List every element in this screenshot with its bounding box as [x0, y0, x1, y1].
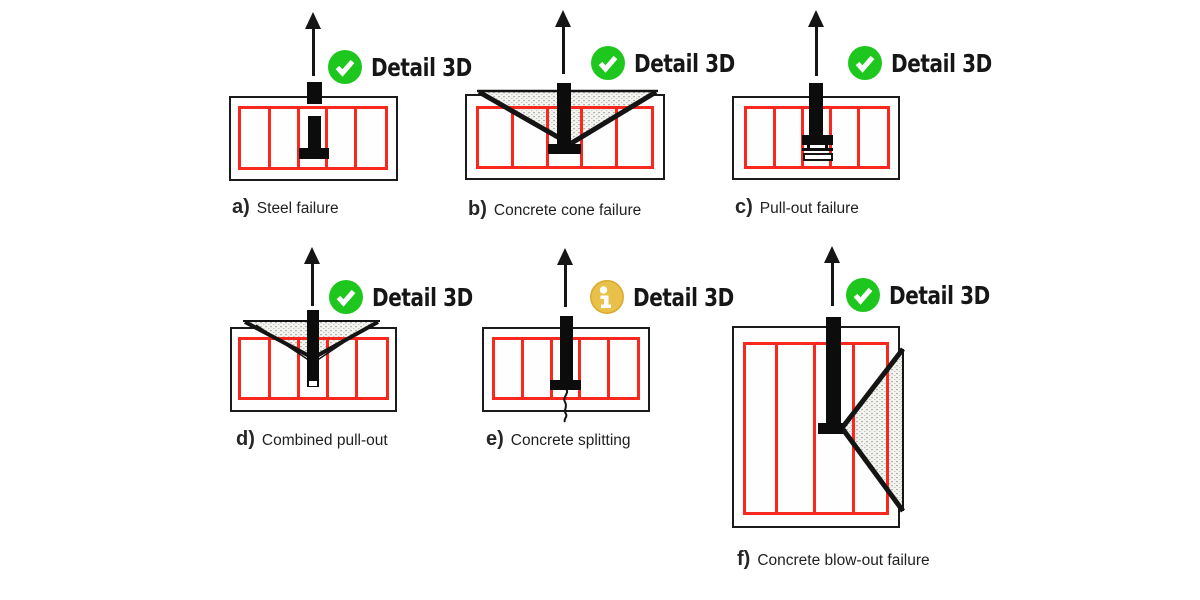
caption-prefix: a): [232, 196, 250, 218]
caption-prefix: c): [735, 196, 753, 218]
detail-3d-label: Detail 3D: [891, 48, 992, 78]
load-arrow-icon: [557, 248, 573, 265]
load-arrow-icon: [808, 10, 824, 27]
anchor-bolt-head: [299, 148, 329, 159]
load-arrow-shaft: [312, 28, 315, 76]
anchor-bolt-stem: [809, 83, 823, 135]
pullout-void: [803, 153, 833, 161]
info-icon: [590, 280, 624, 314]
anchor-tick-right: [825, 145, 828, 148]
anchor-base-mark: [309, 381, 317, 386]
check-icon: [846, 278, 880, 312]
anchor-bolt-stem: [308, 116, 321, 149]
caption-text: Combined pull-out: [261, 432, 388, 449]
check-icon: [329, 280, 363, 314]
detail-3d-button-f[interactable]: Detail 3D: [846, 278, 1015, 312]
detail-3d-button-c[interactable]: Detail 3D: [848, 46, 1017, 80]
load-arrow-icon: [824, 246, 840, 263]
caption-text: Concrete cone failure: [493, 202, 642, 219]
panel-steel-failure: Detail 3D a) Steel failure: [229, 12, 479, 226]
caption-prefix: b): [468, 198, 487, 220]
panel-caption: a) Steel failure: [232, 196, 339, 219]
panel-pull-out-failure: Detail 3D c) Pull-out failure: [732, 10, 992, 226]
rebar-grid: [743, 342, 889, 515]
anchor-bolt-head: [818, 423, 843, 434]
caption-text: Pull-out failure: [759, 200, 859, 217]
detail-3d-label: Detail 3D: [889, 280, 990, 310]
anchor-bolt-stem: [557, 83, 571, 145]
load-arrow-shaft: [562, 26, 565, 74]
caption-text: Concrete splitting: [510, 432, 631, 449]
detail-3d-button-e[interactable]: Detail 3D: [590, 280, 759, 314]
anchor-bolt-head: [802, 135, 833, 145]
anchor-bolt-stem: [307, 310, 319, 387]
detail-3d-label: Detail 3D: [372, 282, 473, 312]
anchor-bolt-stem: [826, 317, 841, 423]
detail-3d-button-a[interactable]: Detail 3D: [328, 50, 497, 84]
detail-3d-button-d[interactable]: Detail 3D: [329, 280, 498, 314]
panel-concrete-cone-failure: Detail 3D b) Concrete cone failure: [465, 10, 735, 224]
detail-3d-label: Detail 3D: [634, 48, 735, 78]
detail-3d-label: Detail 3D: [633, 282, 734, 312]
caption-prefix: f): [737, 548, 751, 570]
panel-combined-pull-out: Detail 3D d) Combined pull-out: [230, 247, 480, 457]
anchor-washer-line: [802, 148, 833, 151]
caption-text: Concrete blow-out failure: [757, 552, 930, 569]
caption-prefix: e): [486, 428, 504, 450]
check-icon: [328, 50, 362, 84]
blowout-wedge-outline: [839, 347, 906, 513]
load-arrow-shaft: [311, 263, 314, 306]
caption-text: Steel failure: [256, 200, 339, 217]
panel-caption: e) Concrete splitting: [486, 428, 631, 451]
panel-concrete-blow-out-failure: Detail 3D f) Concrete blow-out failure: [732, 246, 992, 576]
load-arrow-shaft: [831, 262, 834, 306]
load-arrow-icon: [555, 10, 571, 27]
anchor-bolt-broken-stub: [307, 82, 322, 104]
load-arrow-icon: [305, 12, 321, 29]
panel-caption: f) Concrete blow-out failure: [737, 548, 930, 571]
caption-prefix: d): [236, 428, 255, 450]
load-arrow-shaft: [815, 26, 818, 76]
anchor-bolt-head: [550, 380, 581, 390]
anchor-tick-left: [807, 145, 810, 148]
panel-caption: c) Pull-out failure: [735, 196, 859, 219]
panel-concrete-splitting: Detail 3D e) Concrete splitting: [482, 248, 734, 457]
rebar-grid: [238, 106, 388, 170]
panel-caption: d) Combined pull-out: [236, 428, 388, 451]
panel-caption: b) Concrete cone failure: [468, 198, 641, 221]
detail-3d-label: Detail 3D: [371, 52, 472, 82]
check-icon: [848, 46, 882, 80]
load-arrow-icon: [304, 247, 320, 264]
check-icon: [591, 46, 625, 80]
anchor-bolt-head: [548, 144, 581, 154]
anchor-bolt-stem: [560, 316, 573, 382]
detail-3d-button-b[interactable]: Detail 3D: [591, 46, 760, 80]
splitting-crack: [563, 389, 569, 423]
load-arrow-shaft: [564, 264, 567, 307]
